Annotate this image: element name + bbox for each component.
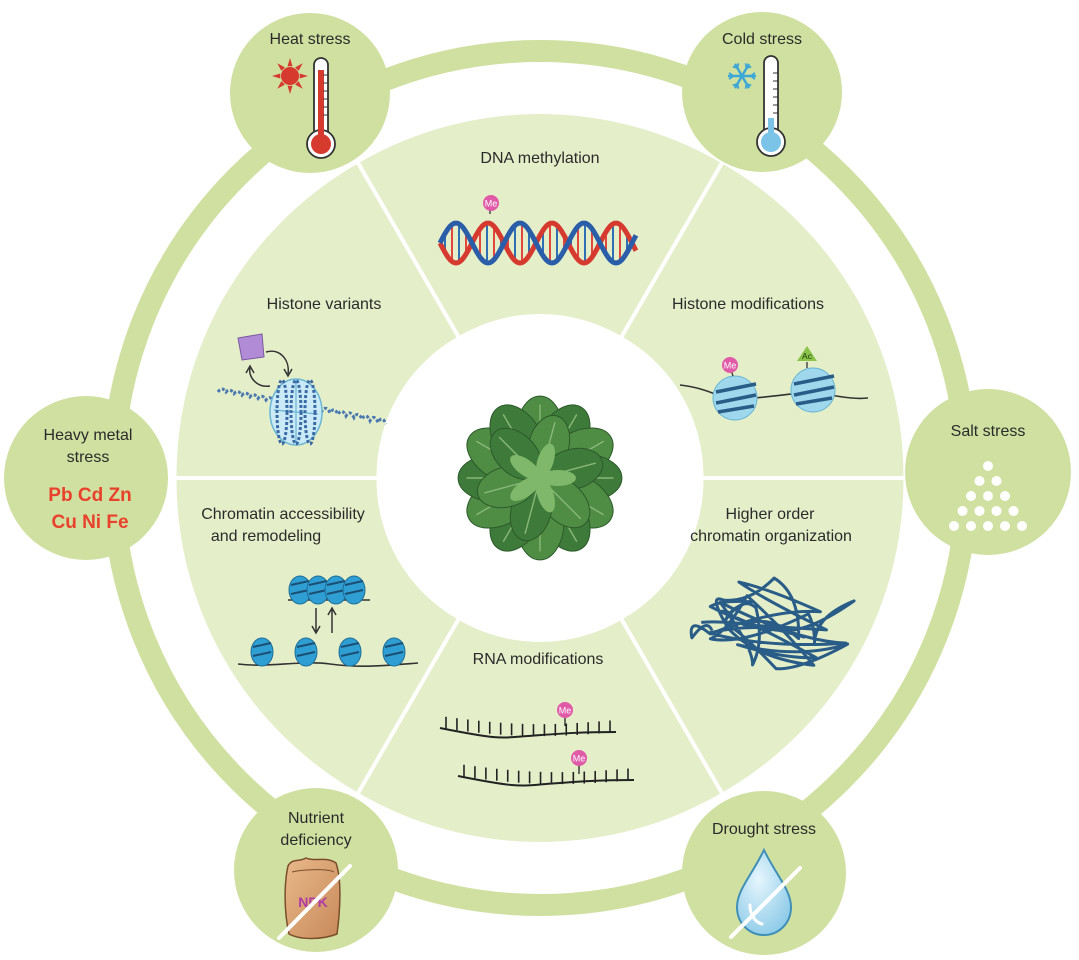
acetyl-mark bbox=[797, 346, 817, 361]
label-nutrient-2: deficiency bbox=[280, 832, 351, 849]
metals-line-2: Cu Ni Fe bbox=[51, 512, 128, 533]
acetyl-mark-label: Ac bbox=[802, 351, 813, 361]
fertilizer-bag-icon: NPK bbox=[277, 857, 352, 940]
label-histone-modifications: Histone modifications bbox=[672, 296, 824, 313]
dna-helix-icon: Me bbox=[437, 195, 639, 266]
segment-chromatin-accessibility bbox=[176, 480, 457, 792]
plant-rosette-icon bbox=[457, 395, 623, 561]
node-drought-stress: Drought stress bbox=[682, 791, 846, 955]
svg-text:Me: Me bbox=[559, 706, 572, 716]
label-dna-methylation: DNA methylation bbox=[480, 150, 599, 167]
salt-crystals-icon bbox=[949, 461, 1027, 531]
methyl-mark-label: Me bbox=[724, 361, 737, 371]
water-drop-icon bbox=[729, 847, 802, 939]
label-salt-stress: Salt stress bbox=[951, 423, 1026, 440]
node-salt-stress: Salt stress bbox=[905, 389, 1071, 555]
chromatin-fiber-icon bbox=[689, 576, 856, 671]
segment-higher-order-chromatin bbox=[623, 480, 904, 792]
node-heavy-metal-stress: Heavy metal stress Pb Cd Zn Cu Ni Fe bbox=[4, 396, 168, 560]
histone-variant-icon bbox=[216, 333, 388, 446]
label-histone-variants: Histone variants bbox=[267, 296, 382, 313]
label-rna-modifications: RNA modifications bbox=[473, 651, 604, 668]
svg-text:Me: Me bbox=[573, 754, 586, 764]
label-drought-stress: Drought stress bbox=[712, 821, 816, 838]
label-higher-order-1: Higher order bbox=[726, 506, 816, 523]
label-heat-stress: Heat stress bbox=[270, 31, 351, 48]
label-heavy-metal-1: Heavy metal bbox=[44, 427, 133, 444]
svg-text:Me: Me bbox=[485, 199, 498, 209]
histone-modification-icon: Me Ac bbox=[679, 346, 869, 421]
node-cold-stress: Cold stress bbox=[682, 12, 842, 172]
label-chromatin-accessibility-2: and remodeling bbox=[211, 528, 321, 545]
thermometer-hot-icon bbox=[306, 57, 336, 159]
label-higher-order-2: chromatin organization bbox=[690, 528, 852, 545]
methyl-mark bbox=[722, 357, 738, 373]
snowflake-icon bbox=[728, 63, 756, 89]
node-heat-stress: Heat stress bbox=[230, 13, 390, 173]
metals-line-1: Pb Cd Zn bbox=[48, 485, 131, 506]
label-chromatin-accessibility-1: Chromatin accessibility bbox=[201, 506, 365, 523]
label-cold-stress: Cold stress bbox=[722, 31, 802, 48]
label-heavy-metal-2: stress bbox=[67, 449, 110, 466]
segment-rna-modifications bbox=[360, 620, 720, 842]
label-nutrient-1: Nutrient bbox=[288, 810, 345, 827]
node-nutrient-deficiency: Nutrient deficiency NPK bbox=[234, 788, 398, 952]
segment-dna-methylation bbox=[360, 113, 720, 336]
segment-histone-variants bbox=[176, 164, 457, 477]
sun-icon bbox=[272, 58, 308, 94]
thermometer-cold-icon bbox=[756, 55, 786, 157]
chromatin-remodeling-icon bbox=[237, 575, 419, 668]
